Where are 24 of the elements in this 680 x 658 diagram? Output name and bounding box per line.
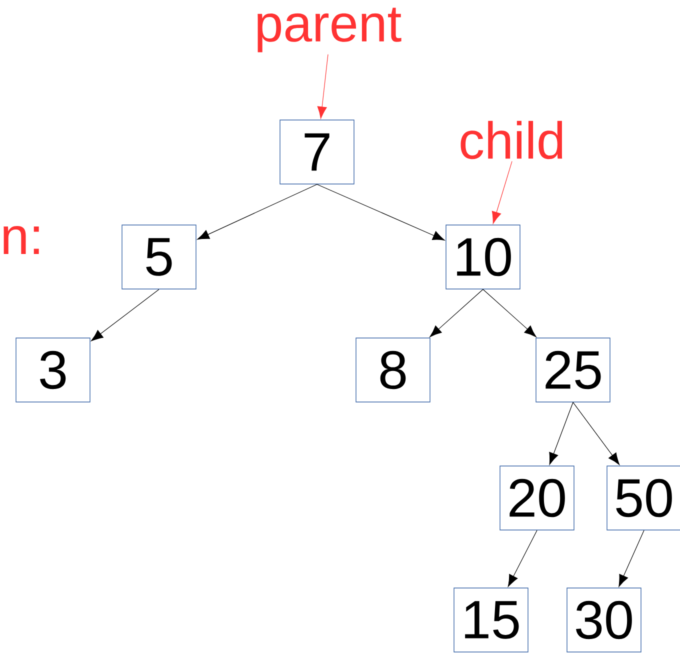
arrow [549, 402, 574, 465]
side-label: n: [4, 226, 39, 254]
node-box: 10 [446, 224, 520, 290]
annotation-text: child [460, 120, 562, 160]
node-box: 50 [606, 466, 680, 530]
arrow [618, 530, 644, 587]
arrow [482, 289, 536, 338]
leader-arrow [317, 54, 328, 119]
node-box: 7 [280, 120, 354, 184]
arrow [197, 184, 318, 240]
arrow [316, 184, 445, 240]
leader-arrow [492, 160, 512, 224]
node-box: 15 [454, 588, 528, 652]
node-box: 5 [122, 224, 196, 290]
node-box: 20 [500, 466, 574, 530]
node-box: 25 [536, 338, 610, 402]
node-box: 8 [356, 338, 430, 402]
annotation-text: parent [258, 8, 402, 52]
node-box: 3 [16, 338, 90, 402]
arrow [91, 289, 160, 342]
node-box: 30 [566, 588, 642, 652]
arrow [430, 289, 484, 338]
arrow [508, 530, 538, 587]
arrow [572, 402, 620, 465]
